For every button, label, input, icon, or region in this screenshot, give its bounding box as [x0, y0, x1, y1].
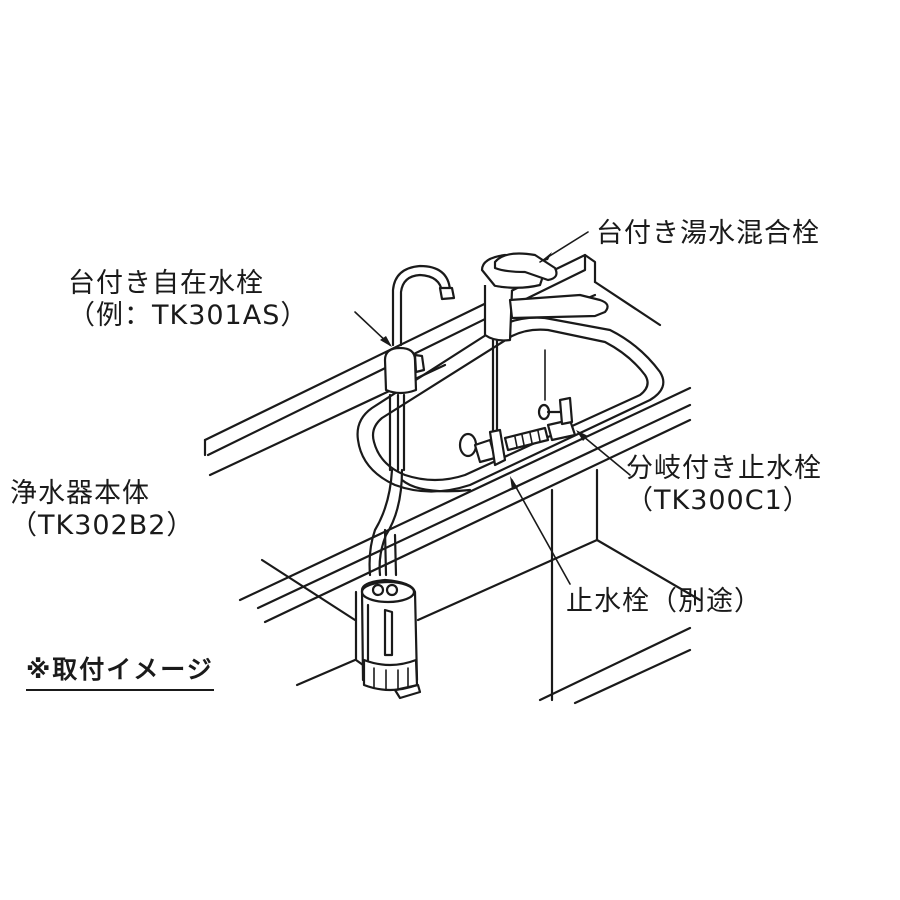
label-mixing-faucet-text: 台付き湯水混合栓: [596, 218, 820, 249]
installation-image-note: ※取付イメージ: [26, 650, 214, 691]
leader-lines: [354, 231, 631, 585]
label-branch-valve: 分岐付き止水栓 （TK300C1）: [626, 453, 822, 517]
label-branch-valve-model: （TK300C1）: [626, 485, 811, 516]
label-branch-valve-name: 分岐付き止水栓: [626, 453, 822, 484]
label-purifier-body-model: （TK302B2）: [10, 510, 195, 541]
label-mixing-faucet: 台付き湯水混合栓: [596, 218, 820, 250]
label-purifier-body: 浄水器本体 （TK302B2）: [10, 478, 194, 542]
label-free-faucet-model: （例：TK301AS）: [68, 300, 309, 331]
purifier-body: [354, 578, 422, 700]
label-stop-valve: 止水栓（別途）: [566, 586, 762, 618]
label-stop-valve-text: 止水栓（別途）: [566, 586, 762, 617]
free-faucet: [383, 264, 456, 472]
label-free-faucet-name: 台付き自在水栓: [68, 268, 264, 299]
cabinet: [260, 468, 702, 705]
label-free-faucet: 台付き自在水栓 （例：TK301AS）: [68, 268, 308, 332]
mixing-faucet: [480, 252, 609, 432]
branch-stop-valve: [458, 396, 577, 467]
label-purifier-body-name: 浄水器本体: [10, 478, 150, 509]
hoses: [368, 468, 472, 577]
